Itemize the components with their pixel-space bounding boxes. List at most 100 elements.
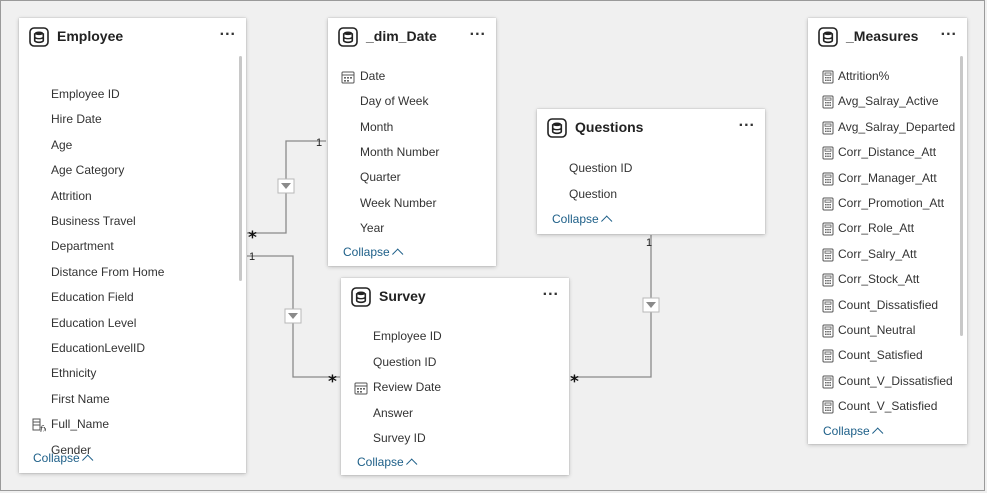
field-row[interactable]: Corr_Salry_Att (808, 242, 967, 267)
table-title: _Measures (846, 28, 919, 44)
scrollbar[interactable] (239, 56, 242, 281)
chevron-up-icon (600, 215, 613, 227)
field-row[interactable]: Avg_Salray_Active (808, 89, 967, 114)
field-row[interactable]: Attrition% (808, 64, 967, 89)
table-header[interactable]: Survey ... (341, 278, 569, 316)
field-row[interactable]: Corr_Stock_Att (808, 267, 967, 292)
field-row[interactable]: Gender (19, 438, 246, 463)
more-options-button[interactable]: ... (469, 22, 486, 39)
field-row[interactable]: Month Number (328, 140, 496, 165)
chevron-up-icon (405, 458, 418, 470)
field-name: Avg_Salray_Departed (838, 119, 956, 134)
field-row[interactable]: Hire Date (19, 107, 246, 132)
field-name: Question ID (373, 354, 437, 369)
calendar-icon (354, 381, 368, 395)
field-row[interactable]: Month (328, 115, 496, 140)
table-card-survey[interactable]: Survey ... Employee ID Question ID Review … (341, 278, 569, 475)
collapse-link[interactable]: Collapse (343, 245, 404, 260)
collapse-link[interactable]: Collapse (823, 424, 884, 439)
field-row[interactable]: Distance From Home (19, 260, 246, 285)
field-row[interactable]: Question (537, 182, 765, 207)
field-name: Year (360, 220, 385, 235)
field-row[interactable]: Ethnicity (19, 361, 246, 386)
measure-calculator-icon (821, 70, 835, 84)
field-row[interactable]: Corr_Role_Att (808, 216, 967, 241)
chevron-up-icon (391, 248, 404, 260)
field-row[interactable]: Survey ID (341, 426, 569, 451)
field-name: Month Number (360, 144, 440, 159)
field-name: EducationLevelID (51, 341, 146, 355)
field-row[interactable]: Count_Neutral (808, 318, 967, 343)
measure-calculator-icon (821, 172, 835, 186)
field-row[interactable]: Quarter (328, 165, 496, 190)
field-row[interactable]: Business Travel (19, 209, 246, 234)
field-row[interactable]: Employee ID (19, 82, 246, 107)
table-header[interactable]: Employee ... (19, 18, 246, 56)
field-name: Attrition (51, 188, 92, 203)
more-options-button[interactable]: ... (738, 113, 755, 130)
table-header[interactable]: _dim_Date ... (328, 18, 496, 56)
field-row[interactable]: fxFull_Name (19, 412, 246, 437)
field-row[interactable]: Department (19, 234, 246, 259)
field-row[interactable]: Question ID (537, 156, 765, 181)
field-row[interactable]: Week Number (328, 191, 496, 216)
field-name: Survey ID (373, 431, 426, 446)
field-name: Count_V_Dissatisfied (838, 373, 953, 388)
scrollbar[interactable] (960, 56, 963, 336)
field-row[interactable]: Count_Satisfied (808, 343, 967, 368)
field-row[interactable]: Count_V_Satisfied (808, 394, 967, 419)
table-header[interactable]: Questions ... (537, 109, 765, 147)
table-header[interactable]: _Measures ... (808, 18, 967, 56)
field-row[interactable]: Age Category (19, 158, 246, 183)
field-row[interactable]: Question ID (341, 350, 569, 375)
table-card-measures[interactable]: _Measures ... Attrition%Avg_Salray_Activ… (808, 18, 967, 444)
field-name: Count_Satisfied (838, 348, 923, 363)
table-icon (547, 118, 567, 138)
field-row[interactable]: Education Level (19, 311, 246, 336)
field-name: Quarter (360, 170, 401, 185)
field-row[interactable]: Employee ID (341, 324, 569, 349)
field-name: Employee ID (373, 329, 442, 343)
field-row[interactable]: Avg_Salray_Departed (808, 115, 967, 140)
field-row[interactable]: First Name (19, 387, 246, 412)
field-row[interactable]: Answer (341, 401, 569, 426)
collapse-link[interactable]: Collapse (552, 212, 613, 227)
field-row[interactable]: Date (328, 64, 496, 89)
field-name: Month (360, 119, 394, 134)
field-row[interactable]: Count_V_Dissatisfied (808, 369, 967, 394)
calculated-column-icon: fx (32, 418, 48, 434)
field-row[interactable]: Corr_Promotion_Att (808, 191, 967, 216)
measure-calculator-icon (821, 324, 835, 338)
field-name: Business Travel (51, 214, 136, 228)
chevron-up-icon (871, 427, 884, 439)
field-row[interactable]: Corr_Manager_Att (808, 166, 967, 191)
field-name: Count_Neutral (838, 323, 916, 337)
field-row[interactable]: Corr_Distance_Att (808, 140, 967, 165)
field-name: Ethnicity (51, 366, 97, 381)
field-name: First Name (51, 391, 110, 406)
more-options-button[interactable]: ... (542, 282, 559, 299)
field-row[interactable]: Age (19, 133, 246, 158)
field-row[interactable]: EducationLevelID (19, 336, 246, 361)
field-row[interactable]: Count_Dissatisfied (808, 293, 967, 318)
field-name: Day of Week (360, 94, 429, 109)
measure-calculator-icon (821, 146, 835, 160)
field-row[interactable]: Review Date (341, 375, 569, 400)
more-options-button[interactable]: ... (219, 22, 236, 39)
collapse-link[interactable]: Collapse (357, 455, 418, 470)
field-row[interactable]: Year (328, 216, 496, 241)
field-row[interactable]: Education Field (19, 285, 246, 310)
field-row[interactable]: Day of Week (328, 89, 496, 114)
field-name: Education Level (51, 315, 137, 330)
field-name: Review Date (373, 380, 442, 395)
measure-calculator-icon (821, 375, 835, 389)
table-icon (338, 27, 358, 47)
field-name: Corr_Distance_Att (838, 145, 937, 160)
field-row[interactable]: Attrition (19, 184, 246, 209)
collapse-link[interactable]: Collapse (33, 451, 94, 466)
field-name: Corr_Manager_Att (838, 170, 937, 185)
more-options-button[interactable]: ... (940, 22, 957, 39)
